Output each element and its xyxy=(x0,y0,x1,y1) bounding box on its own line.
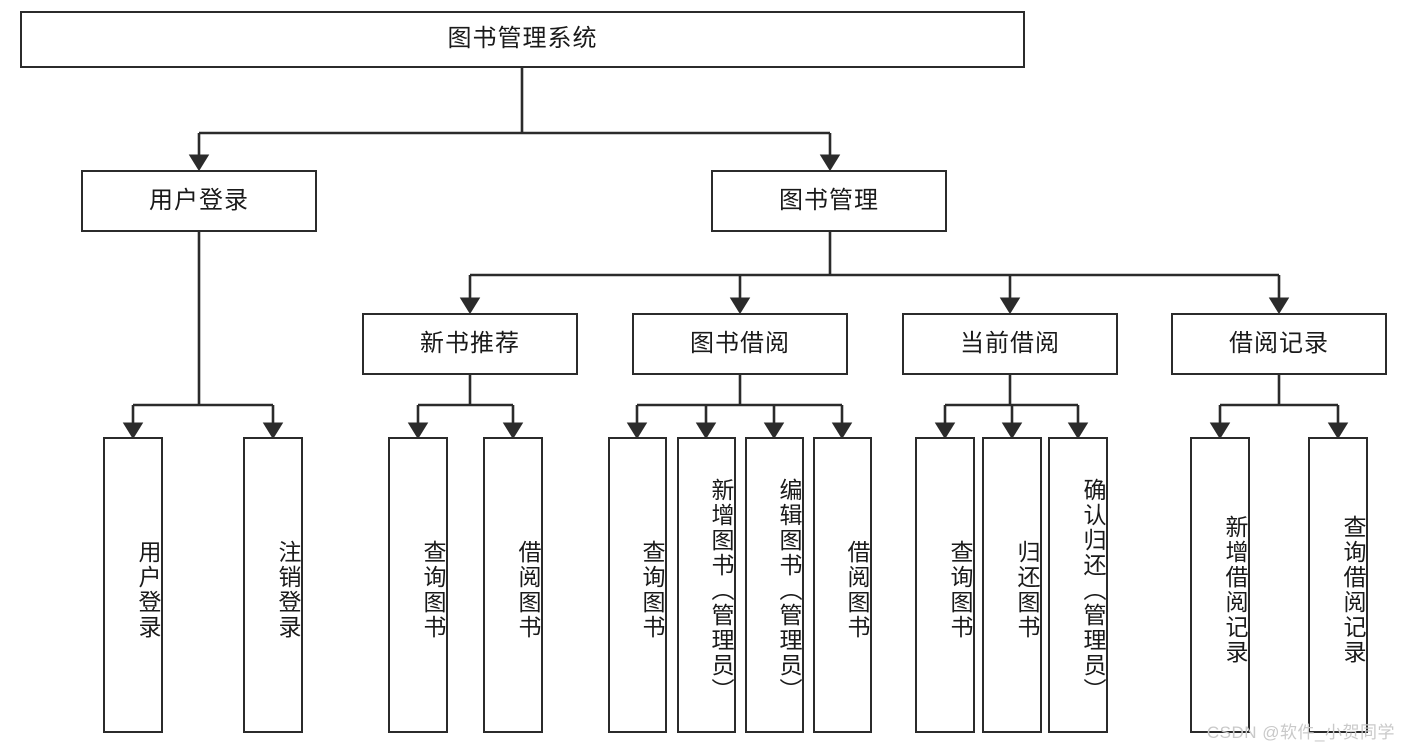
node-new-book-recommend[interactable]: 新书推荐 xyxy=(362,313,578,375)
node-book-management[interactable]: 图书管理 xyxy=(711,170,947,232)
leaf-book-borrow-add[interactable]: 新增图书（管理员） xyxy=(677,437,736,733)
leaf-borrow-record-query[interactable]: 查询借阅记录 xyxy=(1308,437,1368,733)
leaf-label: 借阅图书 xyxy=(844,540,870,640)
leaf-book-borrow-edit[interactable]: 编辑图书（管理员） xyxy=(745,437,804,733)
node-borrow-record[interactable]: 借阅记录 xyxy=(1171,313,1387,375)
leaf-label: 查询借阅记录 xyxy=(1340,515,1366,665)
leaf-label: 确认归还（管理员） xyxy=(1080,477,1106,703)
node-current-borrow[interactable]: 当前借阅 xyxy=(902,313,1118,375)
leaf-label: 用户登录 xyxy=(135,540,161,640)
leaf-label: 编辑图书（管理员） xyxy=(776,477,802,703)
node-root-system[interactable]: 图书管理系统 xyxy=(20,11,1025,68)
leaf-label: 注销登录 xyxy=(275,540,301,640)
leaf-new-book-borrow[interactable]: 借阅图书 xyxy=(483,437,543,733)
leaf-label: 查询图书 xyxy=(639,540,665,640)
leaf-current-borrow-query[interactable]: 查询图书 xyxy=(915,437,975,733)
leaf-new-book-query[interactable]: 查询图书 xyxy=(388,437,448,733)
leaf-label: 查询图书 xyxy=(947,540,973,640)
node-user-login[interactable]: 用户登录 xyxy=(81,170,317,232)
csdn-watermark: CSDN @软件_小贺同学 xyxy=(1206,723,1395,742)
leaf-label: 借阅图书 xyxy=(515,540,541,640)
leaf-user-login-signin[interactable]: 用户登录 xyxy=(103,437,163,733)
leaf-book-borrow-query[interactable]: 查询图书 xyxy=(608,437,667,733)
leaf-borrow-record-add[interactable]: 新增借阅记录 xyxy=(1190,437,1250,733)
leaf-label: 归还图书 xyxy=(1014,540,1040,640)
leaf-user-login-signout[interactable]: 注销登录 xyxy=(243,437,303,733)
node-book-borrow[interactable]: 图书借阅 xyxy=(632,313,848,375)
leaf-label: 查询图书 xyxy=(420,540,446,640)
leaf-label: 新增图书（管理员） xyxy=(708,477,734,703)
leaf-current-borrow-confirm[interactable]: 确认归还（管理员） xyxy=(1048,437,1108,733)
leaf-current-borrow-return[interactable]: 归还图书 xyxy=(982,437,1042,733)
leaf-label: 新增借阅记录 xyxy=(1222,515,1248,665)
leaf-book-borrow-lend[interactable]: 借阅图书 xyxy=(813,437,872,733)
